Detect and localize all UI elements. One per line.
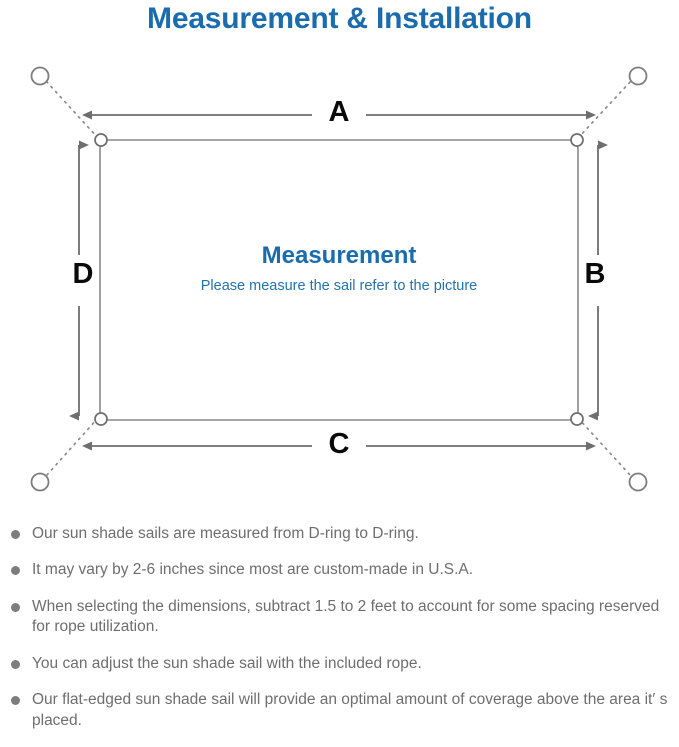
note-text: Our sun shade sails are measured from D-… bbox=[32, 525, 419, 542]
notes-list: Our sun shade sails are measured from D-… bbox=[0, 524, 679, 747]
note-text: When selecting the dimensions, subtract … bbox=[32, 597, 660, 636]
rope-line-top-left bbox=[45, 80, 99, 139]
page-title: Measurement & Installation bbox=[147, 2, 532, 35]
note-item: Our flat-edged sun shade sail will provi… bbox=[0, 690, 679, 731]
note-item: Our sun shade sails are measured from D-… bbox=[0, 524, 679, 544]
d-ring-bottom-left bbox=[94, 412, 108, 426]
d-ring-top-left bbox=[94, 133, 108, 147]
note-text: You can adjust the sun shade sail with t… bbox=[32, 654, 422, 672]
note-item: It may vary by 2-6 inches since most are… bbox=[0, 560, 679, 580]
measurement-diagram: Measurement Please measure the sail refe… bbox=[0, 48, 679, 518]
anchor-ring-bottom-right bbox=[628, 472, 648, 492]
d-ring-bottom-right bbox=[570, 412, 584, 426]
rope-line-bottom-left bbox=[45, 417, 99, 477]
bullet-icon bbox=[11, 602, 20, 612]
rope-line-top-right bbox=[577, 80, 632, 139]
note-item: When selecting the dimensions, subtract … bbox=[0, 597, 679, 638]
bullet-icon bbox=[11, 696, 20, 706]
anchor-ring-bottom-left bbox=[30, 472, 50, 492]
anchor-ring-top-right bbox=[628, 66, 648, 86]
sail-rectangle bbox=[99, 139, 579, 421]
note-item: You can adjust the sun shade sail with t… bbox=[0, 654, 679, 674]
bullet-icon bbox=[11, 530, 20, 539]
bullet-icon bbox=[11, 659, 20, 669]
rope-line-bottom-right bbox=[577, 417, 632, 477]
diagram-svg bbox=[30, 66, 648, 492]
note-text: It may vary by 2-6 inches since most are… bbox=[32, 561, 474, 579]
bullet-icon bbox=[11, 566, 20, 576]
note-text: Our flat-edged sun shade sail will provi… bbox=[32, 691, 668, 729]
d-ring-top-right bbox=[570, 133, 584, 147]
anchor-ring-top-left bbox=[30, 66, 50, 86]
